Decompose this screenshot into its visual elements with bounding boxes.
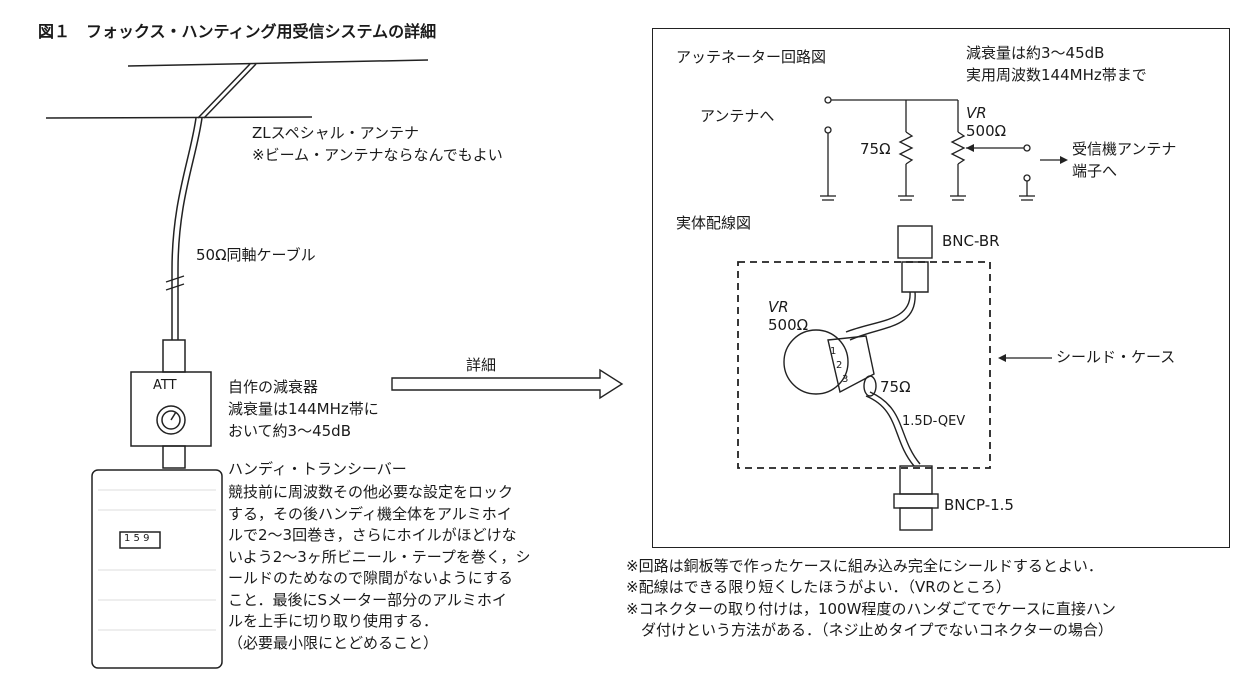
vr-wiper-arrowhead-icon: [966, 144, 974, 152]
to-receiver-label-1: 受信機アンテナ: [1072, 140, 1177, 158]
note-line: ※配線はできる限り短くしたほうがよい．（VRのところ）: [626, 578, 1011, 597]
handy-desc-line: 競技前に周波数その他必要な設定をロック: [228, 483, 514, 501]
handy-transceiver-body: [91, 469, 223, 669]
vr-resistor-icon: [950, 131, 966, 165]
handy-desc-line: する，その後ハンディ機全体をアルミホイ: [228, 504, 512, 523]
coax-cable: [171, 117, 197, 340]
vr-pin-2: 2: [836, 360, 843, 371]
vr2-value: 500Ω: [768, 316, 809, 334]
vr2-label: VR: [768, 298, 789, 316]
bncp-nose: [899, 507, 933, 531]
handy-description: 競技前に周波数その他必要な設定をロック する，その後ハンディ機全体をアルミホイ …: [228, 482, 530, 654]
wiring-cable-lower-2: [869, 391, 921, 465]
att-box-label: ATT: [153, 378, 177, 393]
cable-break-mark: [165, 275, 185, 283]
wiring-r75-icon: [863, 375, 877, 397]
shield-case-arrowhead-icon: [998, 354, 1006, 362]
vr-value: 500Ω: [966, 122, 1007, 140]
attenuator-spec-2: おいて約3〜45dB: [228, 422, 351, 440]
detail-panel: [652, 28, 1230, 548]
detail-label: 詳細: [466, 356, 497, 374]
r75-label: 75Ω: [860, 140, 891, 158]
frequency-spec: 実用周波数144MHz帯まで: [966, 66, 1147, 84]
r75-resistor-icon: [898, 131, 914, 165]
cable-label: 50Ω同軸ケーブル: [196, 246, 316, 264]
shield-case-outline: [737, 261, 991, 469]
vr-body-icon: [783, 329, 849, 395]
att-knob-icon: [156, 405, 186, 435]
attenuation-spec: 減衰量は約3〜45dB: [966, 44, 1105, 62]
shield-case-label: シールド・ケース: [1056, 348, 1176, 366]
handy-desc-line: こと．最後にSメーター部分のアルミホイ: [228, 590, 507, 609]
att-knob-pointer: [170, 411, 177, 421]
handy-desc-line: ルで2〜3回巻き，さらにホイルがほどけな: [228, 526, 517, 544]
figure-title: 図１ フォックス・ハンティング用受信システムの詳細: [38, 22, 437, 41]
handy-desc-line: ールドのためなので隙間がないようにする: [228, 569, 513, 587]
to-antenna-label: アンテナへ: [700, 107, 775, 125]
bnc-br-label: BNC-BR: [942, 232, 1000, 250]
handy-foil-texture: [98, 489, 216, 631]
cable-type-label: 1.5D-QEV: [902, 414, 966, 429]
bncp-label: BNCP-1.5: [944, 496, 1014, 514]
antenna-boom-2: [203, 63, 257, 119]
circuit-title: アッテネーター回路図: [676, 48, 827, 66]
wiring-cable-lower: [865, 395, 915, 467]
antenna-element-lower: [45, 116, 313, 119]
receiver-terminal-top: [1023, 144, 1031, 152]
wiring-title: 実体配線図: [676, 214, 752, 232]
attenuator-spec-1: 減衰量は144MHz帯に: [228, 400, 379, 418]
coax-cable-2: [177, 117, 203, 340]
vr-pin-1: 1: [830, 346, 837, 357]
note-line: ダ付けという方法がある．（ネジ止めタイプでないコネクターの場合）: [626, 620, 1113, 639]
receiver-arrowhead-icon: [1060, 156, 1068, 164]
attenuator-title: 自作の減衰器: [228, 378, 319, 396]
vr-label: VR: [966, 104, 987, 122]
handy-desc-line: いよう2〜3ヶ所ビニール・テープを巻く，シ: [228, 547, 531, 566]
att-connector: [162, 339, 186, 373]
antenna-label: ZLスペシャル・アンテナ: [252, 124, 419, 142]
notes-block: ※回路は銅板等で作ったケースに組み込み完全にシールドするとよい． ※配線はできる…: [626, 556, 1116, 641]
handy-desc-line: ルを上手に切り取り使用する．: [228, 612, 439, 630]
handy-connector: [162, 445, 186, 469]
handy-display: 1 5 9: [124, 533, 150, 544]
antenna-element-upper: [127, 59, 429, 67]
vr-terminal-block: [827, 335, 875, 394]
handy-display-frame: [119, 531, 161, 549]
to-receiver-label-2: 端子へ: [1072, 162, 1118, 180]
att-knob-inner: [161, 410, 181, 430]
cable-break-mark-2: [165, 283, 185, 291]
antenna-boom: [197, 63, 251, 119]
antenna-note: ※ビーム・アンテナならなんでもよい: [252, 146, 503, 164]
vr-pin-3: 3: [842, 374, 849, 385]
note-line: ※コネクターの取り付けは，100W程度のハンダごてでケースに直接ハン: [626, 599, 1116, 618]
handy-title: ハンディ・トランシーバー: [228, 460, 407, 478]
handy-desc-line: （必要最小限にとどめること）: [228, 633, 439, 652]
note-line: ※回路は銅板等で作ったケースに組み込み完全にシールドするとよい．: [626, 557, 1103, 575]
bnc-br-thread: [901, 261, 929, 293]
detail-arrow-icon: [391, 368, 624, 400]
r75-2-label: 75Ω: [880, 378, 911, 396]
ground-symbols: [820, 195, 1035, 201]
wiring-cable-upper-2: [845, 291, 911, 333]
bnc-br-body: [897, 225, 933, 259]
